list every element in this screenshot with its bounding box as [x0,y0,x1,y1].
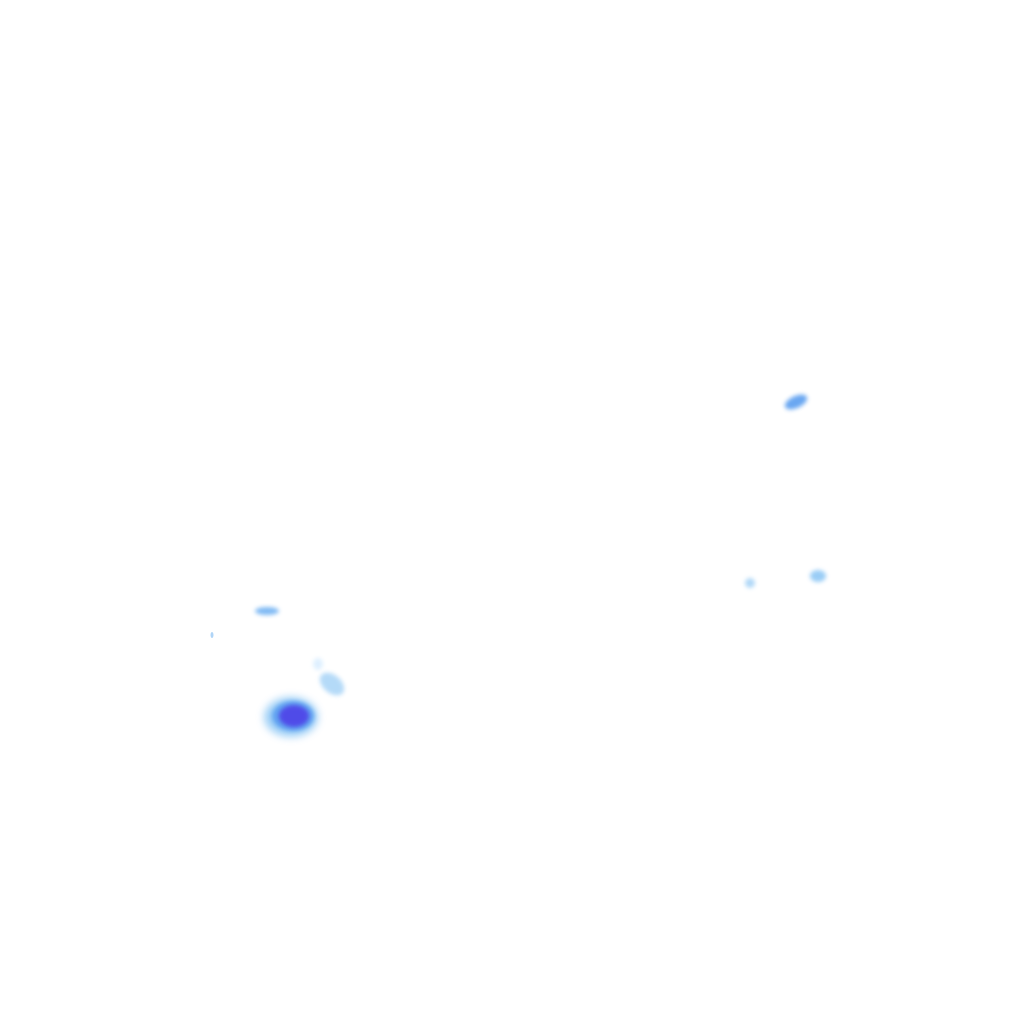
precip-band-light [745,578,755,588]
precip-band-moderate [784,394,808,410]
precip-band-low [810,570,826,582]
precip-band-low [255,607,279,615]
precip-band-light [210,632,214,638]
precip-cell-east-lower [745,570,826,588]
precip-cell-southwest-main [264,697,318,737]
precip-cell-west-small [210,607,279,638]
precip-cell-east-upper [784,394,808,410]
precip-cell-southwest-streak [313,658,345,696]
precip-band-low [319,672,345,696]
precip-band-high [279,705,309,727]
precip-band-light [313,658,323,670]
